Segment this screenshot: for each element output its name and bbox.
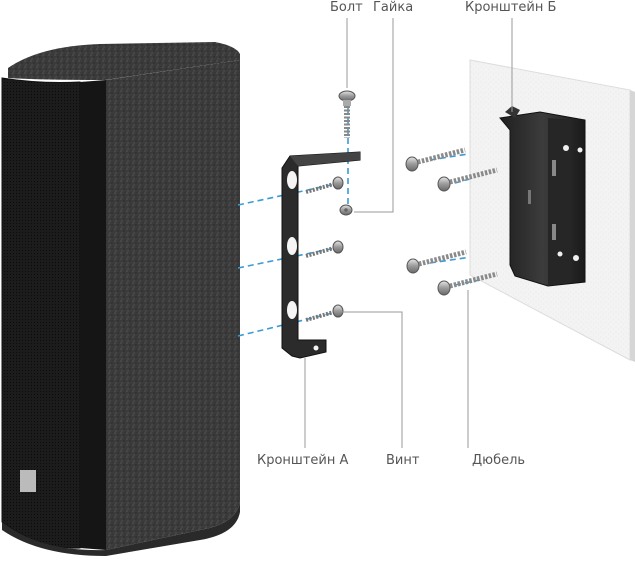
label-bracket-b: Кронштейн Б: [465, 0, 557, 15]
speaker-logo-badge: [20, 470, 36, 492]
dowel-screw-icon: [437, 271, 498, 296]
label-bolt: Болт: [330, 0, 363, 15]
label-dowel: Дюбель: [472, 453, 526, 468]
dowel-screw-icon: [405, 147, 466, 172]
dowel-screw-icon: [437, 167, 498, 192]
label-bracket-a: Кронштейн А: [257, 453, 349, 468]
bolt-icon: [338, 90, 356, 138]
speaker-front-grille: [1, 77, 81, 549]
speaker-side-strip: [80, 80, 106, 550]
speaker-cabinet: [1, 42, 240, 556]
dowel-screw-icon: [406, 249, 467, 274]
label-screw: Винт: [386, 453, 420, 468]
hex-screw-icon: [305, 240, 344, 258]
hex-screw-icon: [305, 176, 344, 194]
speaker-top: [8, 42, 240, 80]
speaker-side-panel: [106, 60, 240, 550]
bracket-b: [499, 106, 586, 287]
bracket-a: [281, 151, 361, 359]
label-nut: Гайка: [373, 0, 414, 15]
hex-screw-icon: [305, 304, 344, 322]
nut-icon: [339, 204, 353, 216]
speaker-base: [2, 502, 240, 556]
leader-lines: [304, 18, 513, 448]
